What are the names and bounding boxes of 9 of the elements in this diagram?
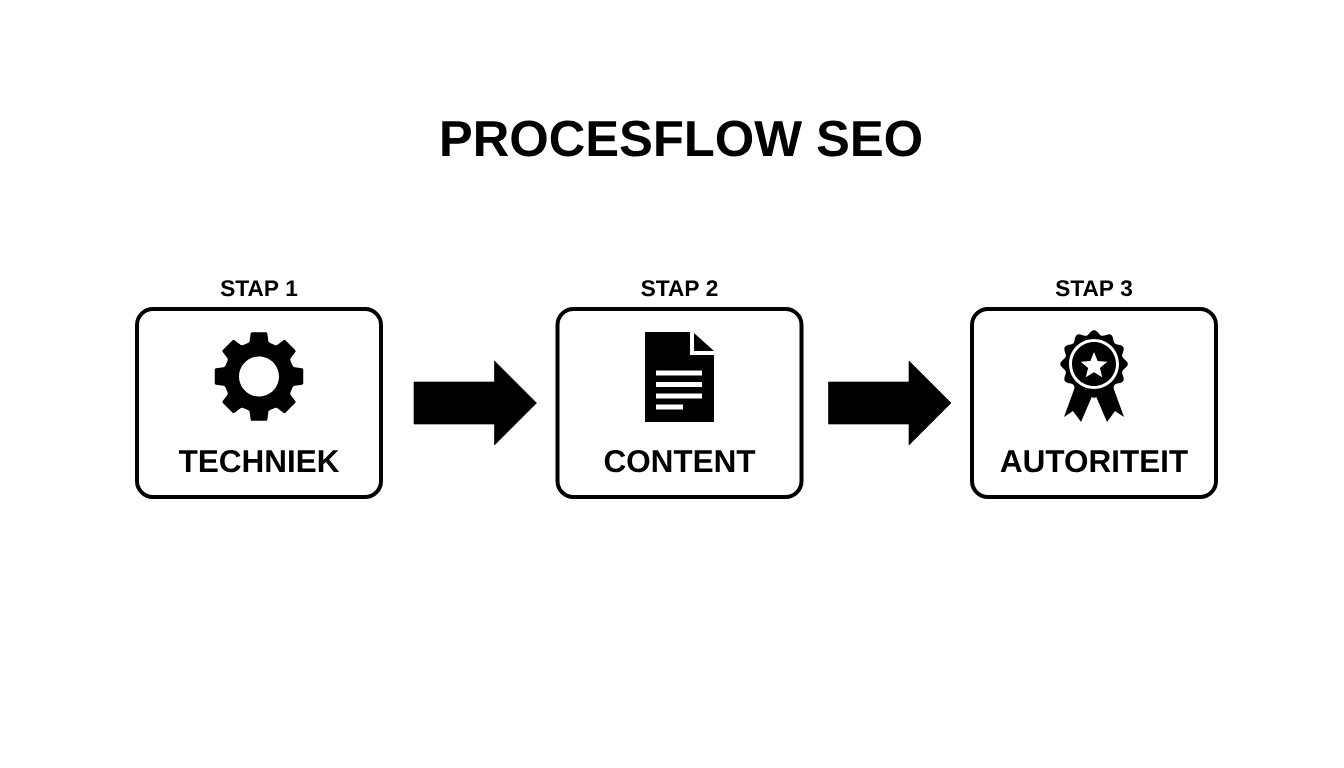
step-label: STAP 3 bbox=[1055, 280, 1133, 297]
step-label: STAP 2 bbox=[641, 280, 718, 297]
process-box: TECHNIEK bbox=[135, 307, 383, 499]
process-box: AUTORITEIT bbox=[970, 307, 1218, 499]
step-label: STAP 1 bbox=[220, 280, 298, 297]
arrow bbox=[413, 360, 537, 446]
process-box: CONTENT bbox=[555, 307, 804, 499]
arrow bbox=[828, 360, 952, 446]
title: PROCESFLOW SEO bbox=[442, 120, 921, 157]
